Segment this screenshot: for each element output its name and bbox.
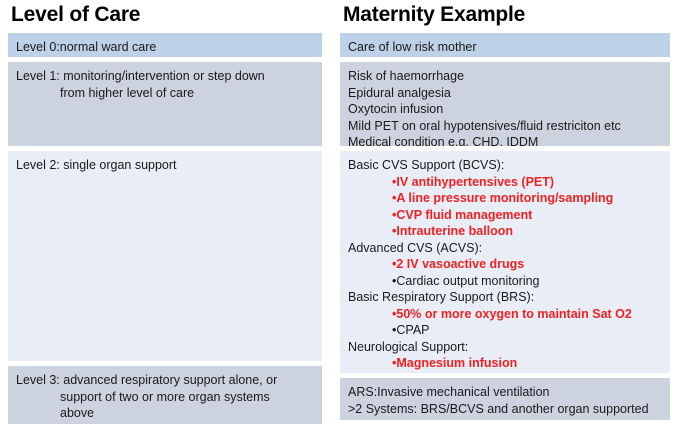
text-line: •Intrauterine balloon	[392, 224, 514, 238]
level-row-level-3: Level 3: advanced respiratory support al…	[8, 366, 322, 424]
row-separator	[340, 373, 670, 378]
text-line: ARS:Invasive mechanical ventilation	[348, 385, 550, 399]
text-line: •50% or more oxygen to maintain Sat O2	[392, 306, 632, 321]
level-row-level-2: Level 2: single organ support	[8, 151, 322, 361]
right-column-title: Maternity Example	[343, 3, 526, 26]
right-column: Maternity Example Care of low risk mothe…	[340, 0, 670, 420]
text-line: •CVP fluid management	[392, 207, 533, 222]
text-line: Risk of haemorrhage	[348, 69, 465, 83]
level-row-level-1: Level 1: monitoring/intervention or step…	[8, 62, 322, 146]
text-line: Oxytocin infusion	[348, 102, 444, 116]
text-line: •IV antihypertensives (PET)	[392, 174, 555, 189]
text-line: Level 0:normal ward care	[16, 40, 157, 54]
text-line: •A line pressure monitoring/sampling	[392, 191, 614, 205]
text-line: Mild PET on oral hypotensives/fluid rest…	[348, 118, 621, 133]
text-line: •CPAP	[392, 323, 430, 337]
text-line: Advanced CVS (ACVS):	[348, 240, 483, 255]
text-line: •2 IV vasoactive drugs	[392, 257, 525, 271]
left-column-title: Level of Care	[11, 3, 141, 26]
text-line: Level 2: single organ support	[16, 158, 177, 172]
text-line: support of two or more organ systems	[60, 389, 270, 404]
maternity-row-maternity-level-3: ARS:Invasive mechanical ventilation >2 Sy…	[340, 378, 670, 420]
text-line: Basic Respiratory Support (BRS):	[348, 290, 535, 304]
text-line: Basic CVS Support (BCVS):	[348, 158, 505, 172]
text-line: Epidural analgesia	[348, 85, 451, 100]
level-row-level-0: Level 0:normal ward care	[8, 33, 322, 57]
row-separator	[8, 361, 322, 366]
text-line: from higher level of care	[60, 85, 195, 100]
row-separator	[340, 146, 670, 151]
text-line: above	[60, 406, 95, 420]
maternity-row-maternity-level-0: Care of low risk mother	[340, 33, 670, 57]
text-line: Level 1: monitoring/intervention or step…	[16, 69, 265, 83]
text-line: Care of low risk mother	[348, 40, 477, 54]
row-separator	[340, 57, 670, 62]
text-line: >2 Systems: BRS/BCVS and another organ s…	[348, 401, 649, 416]
text-line: •Cardiac output monitoring	[392, 273, 540, 288]
text-line: Neurological Support:	[348, 339, 469, 354]
row-separator	[8, 57, 322, 62]
row-separator	[8, 146, 322, 151]
maternity-row-maternity-level-2: Basic CVS Support (BCVS): •IV antihyperte…	[340, 151, 670, 373]
text-line: Medical condition e.g. CHD, IDDM	[348, 135, 539, 146]
text-line: Level 3: advanced respiratory support al…	[16, 373, 278, 387]
text-line: •Magnesium infusion	[392, 356, 518, 370]
